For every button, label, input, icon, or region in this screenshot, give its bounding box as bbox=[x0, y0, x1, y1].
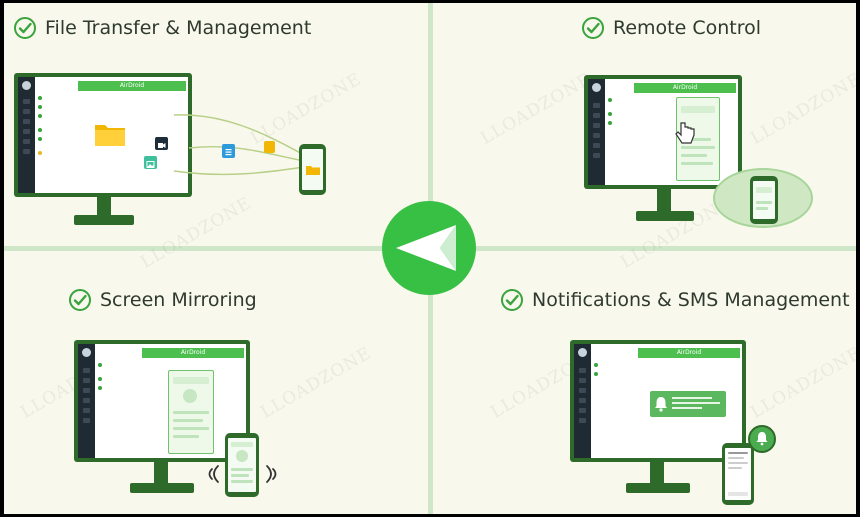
app-sidebar bbox=[78, 344, 95, 458]
watermark: LLOADZONE bbox=[477, 69, 596, 149]
airdroid-paper-plane-logo bbox=[396, 225, 456, 271]
watermark: LLOADZONE bbox=[747, 69, 856, 149]
app-header: AirDroid bbox=[78, 81, 186, 91]
phone-screen-card bbox=[168, 370, 214, 454]
app-menu-list bbox=[38, 93, 78, 157]
video-file-icon bbox=[155, 137, 168, 150]
panel-title-text: File Transfer & Management bbox=[45, 17, 312, 39]
airdroid-logo bbox=[382, 201, 476, 295]
folder-icon bbox=[95, 125, 125, 146]
app-header: AirDroid bbox=[634, 83, 736, 93]
panel-title-notifications: Notifications & SMS Management bbox=[500, 288, 850, 312]
hand-cursor-icon bbox=[675, 122, 695, 144]
check-circle-icon bbox=[14, 17, 36, 39]
notification-popup bbox=[650, 391, 726, 417]
app-header: AirDroid bbox=[142, 348, 244, 358]
document-file-icon bbox=[264, 141, 275, 153]
folder-icon bbox=[306, 166, 320, 175]
monitor: AirDroid bbox=[584, 75, 744, 227]
app-sidebar bbox=[18, 77, 35, 193]
document-file-icon bbox=[222, 144, 235, 158]
watermark: LLOADZONE bbox=[257, 343, 376, 423]
app-sidebar bbox=[574, 344, 591, 458]
notification-bell-badge bbox=[748, 425, 776, 453]
vibration-waves-icon bbox=[208, 465, 219, 483]
feature-canvas: LLOADZONE LLOADZONE LLOADZONE LLOADZONE … bbox=[4, 3, 856, 514]
vibration-waves-icon bbox=[266, 465, 277, 483]
phone bbox=[722, 443, 754, 505]
panel-title-file-transfer: File Transfer & Management bbox=[13, 16, 311, 40]
transfer-lines bbox=[173, 114, 305, 176]
bell-icon bbox=[655, 397, 667, 412]
check-circle-icon bbox=[69, 289, 91, 311]
app-menu-list bbox=[608, 95, 648, 127]
panel-title-screen-mirroring: Screen Mirroring bbox=[68, 288, 257, 312]
bell-icon bbox=[756, 432, 768, 446]
phone bbox=[299, 144, 326, 195]
check-circle-icon bbox=[582, 17, 604, 39]
image-file-icon bbox=[144, 156, 157, 169]
monitor: AirDroid bbox=[14, 73, 194, 229]
app-header: AirDroid bbox=[638, 348, 740, 358]
panel-title-text: Notifications & SMS Management bbox=[532, 289, 850, 311]
panel-title-text: Screen Mirroring bbox=[100, 289, 257, 311]
monitor: AirDroid bbox=[74, 340, 254, 500]
app-sidebar bbox=[588, 79, 605, 185]
app-menu-list bbox=[98, 360, 138, 392]
phone bbox=[225, 433, 259, 497]
app-menu-list bbox=[594, 360, 634, 378]
check-circle-icon bbox=[501, 289, 523, 311]
panel-title-text: Remote Control bbox=[613, 17, 762, 39]
panel-title-remote-control: Remote Control bbox=[581, 16, 761, 40]
phone-highlight bbox=[713, 168, 813, 228]
watermark: LLOADZONE bbox=[747, 343, 856, 423]
